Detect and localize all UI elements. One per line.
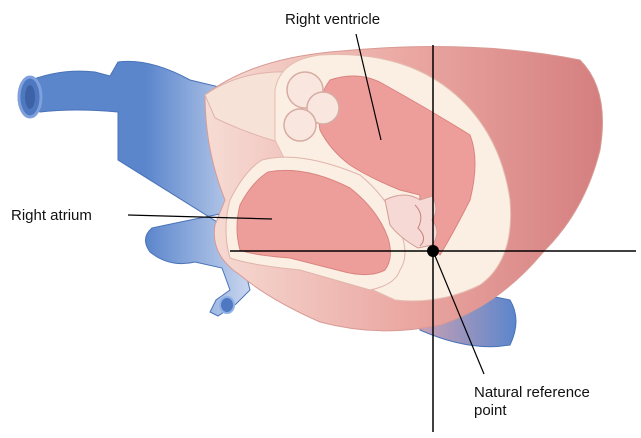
right-atrium-label: Right atrium: [11, 207, 92, 224]
vena-cava-lumen: [25, 85, 35, 109]
natural-reference-label-line2: point: [474, 402, 507, 419]
right-ventricle-label: Right ventricle: [285, 11, 380, 28]
small-vein-opening: [220, 297, 234, 313]
valve-cusp-3: [284, 109, 316, 141]
natural-reference-label-line1: Natural reference: [474, 384, 590, 401]
